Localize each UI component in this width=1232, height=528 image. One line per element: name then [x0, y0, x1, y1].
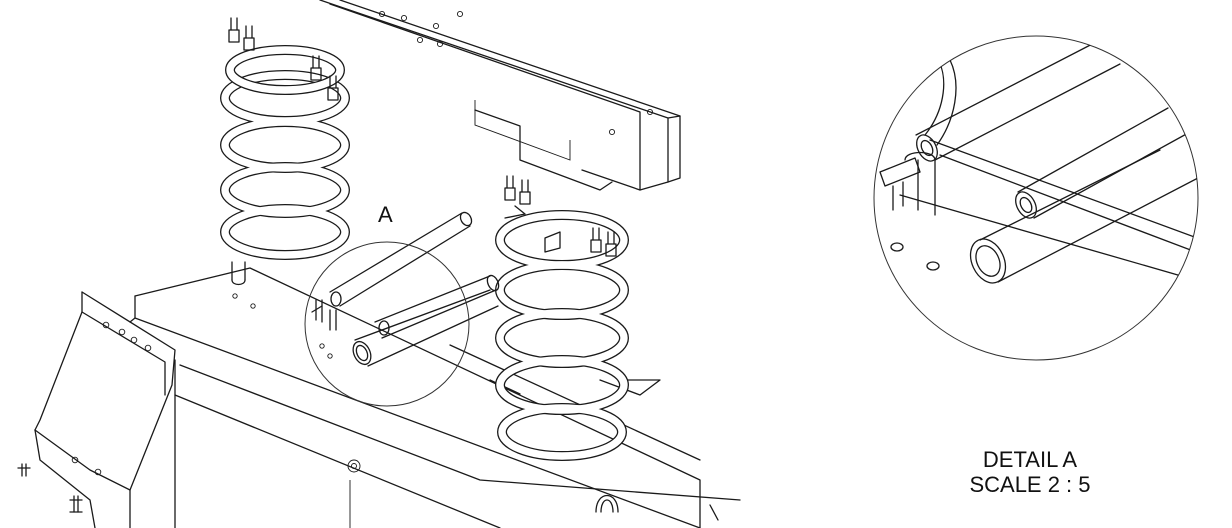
left-spring-bolts	[228, 17, 339, 101]
main-assembly-view: A	[17, 0, 741, 528]
detail-a-marker-label: A	[378, 202, 393, 227]
lower-frame-plate	[129, 267, 741, 528]
left-coil-spring	[220, 45, 350, 286]
detail-a-boundary-circle	[873, 35, 1199, 361]
detail-a-scale: SCALE 2 : 5	[969, 472, 1090, 497]
left-mounting-bracket	[17, 291, 176, 528]
right-coil-spring	[495, 210, 629, 461]
detail-a-indicator-circle	[304, 241, 470, 407]
detail-a-title: DETAIL A	[983, 447, 1077, 472]
detail-a-view: DETAIL A SCALE 2 : 5	[873, 35, 1199, 497]
stabilizer-bars	[311, 211, 500, 367]
upper-channel-beam	[319, 0, 681, 191]
right-spring-bolts	[504, 175, 617, 257]
